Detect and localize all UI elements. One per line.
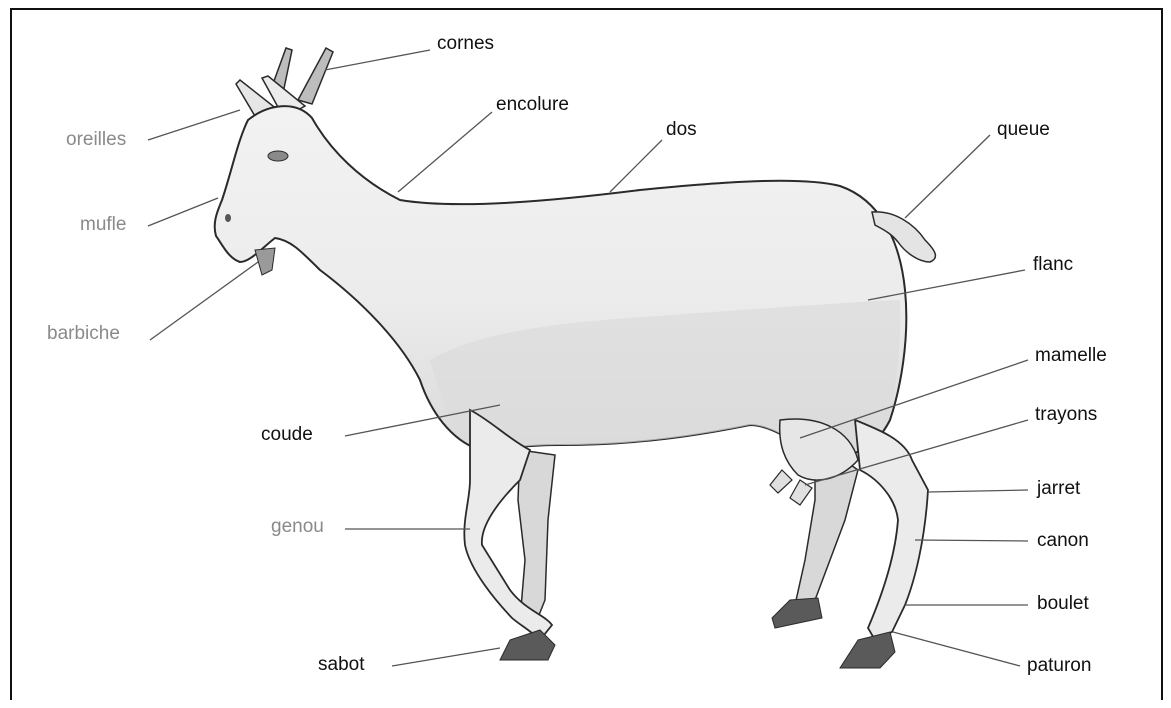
label-paturon: paturon xyxy=(1027,655,1091,677)
label-sabot: sabot xyxy=(318,654,364,676)
leader-dos xyxy=(610,140,662,192)
leader-encolure xyxy=(398,112,492,192)
label-barbiche: barbiche xyxy=(47,323,120,345)
teat-left xyxy=(770,470,792,493)
leader-barbiche xyxy=(150,262,258,340)
near-hind-hoof xyxy=(840,632,895,668)
label-coude: coude xyxy=(261,424,313,446)
far-front-leg xyxy=(518,450,555,625)
label-boulet: boulet xyxy=(1037,593,1089,615)
nostril xyxy=(225,214,231,222)
near-front-hoof xyxy=(500,630,555,660)
label-mamelle: mamelle xyxy=(1035,345,1107,367)
label-dos: dos xyxy=(666,119,697,141)
leader-oreilles xyxy=(148,110,240,140)
leader-cornes xyxy=(325,50,430,70)
leader-paturon xyxy=(893,632,1020,666)
far-hind-hoof xyxy=(772,598,822,628)
label-jarret: jarret xyxy=(1037,478,1080,500)
label-trayons: trayons xyxy=(1035,404,1097,426)
label-encolure: encolure xyxy=(496,94,569,116)
label-canon: canon xyxy=(1037,530,1089,552)
right-horn xyxy=(298,48,333,104)
label-cornes: cornes xyxy=(437,33,494,55)
leader-canon xyxy=(915,540,1028,541)
label-genou: genou xyxy=(271,516,324,538)
eye xyxy=(268,151,288,161)
label-queue: queue xyxy=(997,119,1050,141)
label-oreilles: oreilles xyxy=(66,129,126,151)
leader-mufle xyxy=(148,198,218,226)
beard xyxy=(255,248,275,275)
label-flanc: flanc xyxy=(1033,254,1073,276)
leader-queue xyxy=(905,135,990,218)
leader-sabot xyxy=(392,648,500,666)
label-mufle: mufle xyxy=(80,214,126,236)
leader-jarret xyxy=(928,490,1028,492)
